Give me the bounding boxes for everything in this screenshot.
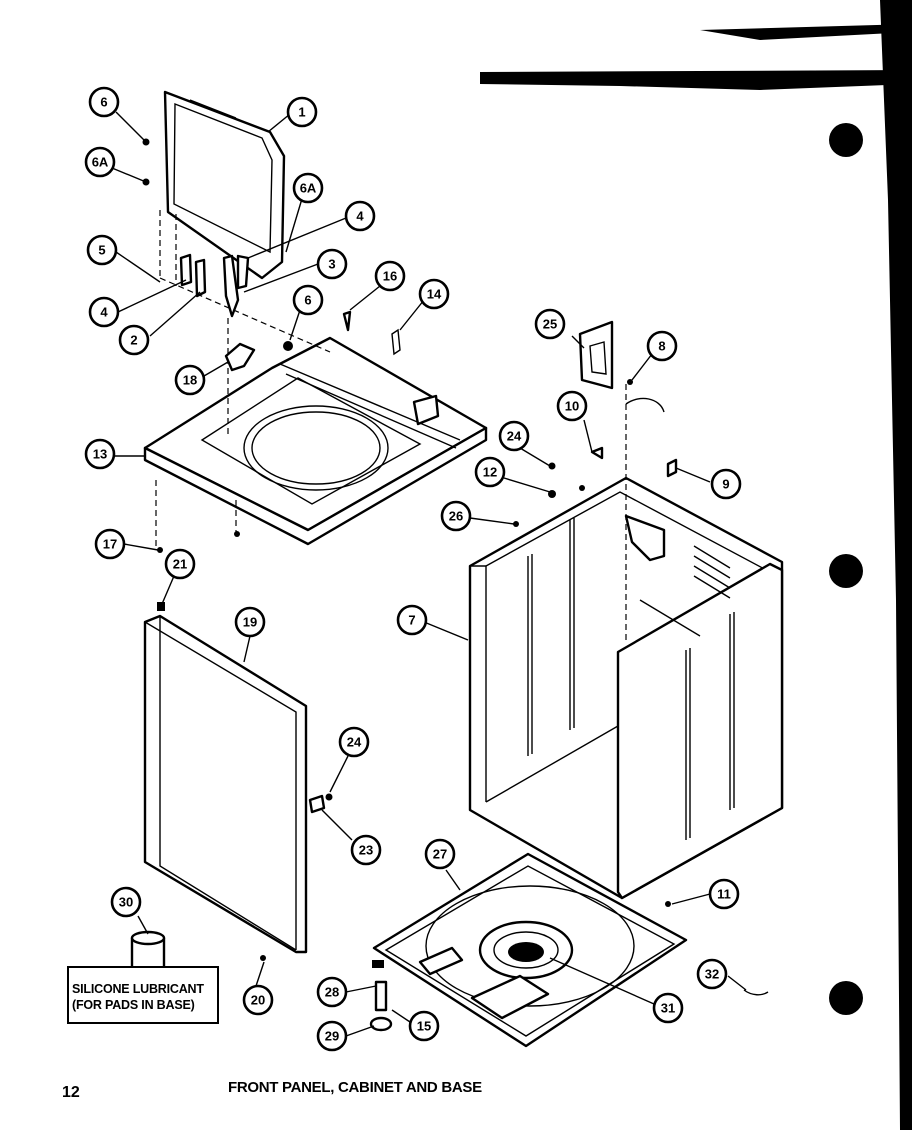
leveling-leg-parts bbox=[369, 901, 769, 1032]
svg-text:3: 3 bbox=[328, 257, 335, 272]
callout-1: 1 bbox=[286, 96, 318, 128]
svg-text:28: 28 bbox=[325, 985, 339, 1000]
svg-text:8: 8 bbox=[658, 339, 665, 354]
callout-33: 32 bbox=[696, 958, 728, 990]
callout-23: 23 bbox=[350, 834, 382, 866]
callout-5: 5 bbox=[86, 234, 118, 266]
callout-13: 13 bbox=[84, 438, 116, 470]
svg-text:1: 1 bbox=[298, 105, 305, 120]
front-panel-part bbox=[143, 602, 308, 954]
callout-30: 29 bbox=[316, 1020, 348, 1052]
callout-8: 8 bbox=[646, 330, 678, 362]
svg-text:17: 17 bbox=[103, 537, 117, 552]
leader-lines bbox=[111, 111, 747, 1037]
cabinet-part bbox=[468, 476, 784, 900]
callout-12: 12 bbox=[474, 456, 506, 488]
svg-text:25: 25 bbox=[543, 317, 557, 332]
svg-text:23: 23 bbox=[359, 843, 373, 858]
svg-text:24: 24 bbox=[347, 735, 362, 750]
svg-text:6: 6 bbox=[100, 95, 107, 110]
callout-17: 17 bbox=[94, 528, 126, 560]
screw-parts bbox=[260, 793, 333, 961]
bracket-26-part bbox=[513, 320, 678, 640]
svg-text:16: 16 bbox=[383, 269, 397, 284]
callout-6a-right: 6A bbox=[292, 172, 324, 204]
svg-text:29: 29 bbox=[325, 1029, 339, 1044]
lid-part bbox=[159, 90, 286, 286]
callout-11: 11 bbox=[708, 878, 740, 910]
svg-text:13: 13 bbox=[93, 447, 107, 462]
callout-31: 30 bbox=[110, 886, 142, 918]
callout-6-upper: 6 bbox=[88, 86, 120, 118]
svg-text:6: 6 bbox=[304, 293, 311, 308]
svg-text:20: 20 bbox=[251, 993, 265, 1008]
callout-21: 21 bbox=[164, 548, 196, 580]
svg-text:4: 4 bbox=[356, 209, 364, 224]
svg-text:18: 18 bbox=[183, 373, 197, 388]
svg-text:32: 32 bbox=[705, 967, 719, 982]
svg-text:2: 2 bbox=[130, 333, 137, 348]
scan-border-artifact bbox=[480, 0, 912, 1130]
callout-27: 26 bbox=[440, 500, 472, 532]
callout-24-left: 24 bbox=[338, 726, 370, 758]
top-cover-part bbox=[143, 277, 488, 546]
svg-text:10: 10 bbox=[565, 399, 579, 414]
fastener-parts bbox=[142, 138, 401, 553]
svg-text:21: 21 bbox=[173, 557, 187, 572]
callout-29: 28 bbox=[316, 976, 348, 1008]
svg-text:24: 24 bbox=[507, 429, 522, 444]
svg-text:9: 9 bbox=[722, 477, 729, 492]
svg-text:6A: 6A bbox=[300, 181, 317, 196]
callout-16: 16 bbox=[374, 260, 406, 292]
callout-10: 10 bbox=[556, 390, 588, 422]
callout-20: 20 bbox=[242, 984, 274, 1016]
svg-text:30: 30 bbox=[119, 895, 133, 910]
svg-text:11: 11 bbox=[717, 887, 731, 902]
callout-26: 25 bbox=[534, 308, 566, 340]
svg-text:5: 5 bbox=[98, 243, 105, 258]
base-part bbox=[372, 852, 688, 1048]
callout-3: 3 bbox=[316, 248, 348, 280]
note-line-2: (FOR PADS IN BASE) bbox=[72, 998, 195, 1012]
callout-32: 31 bbox=[652, 992, 684, 1024]
callout-9: 9 bbox=[710, 468, 742, 500]
callout-2: 2 bbox=[118, 324, 150, 356]
svg-text:12: 12 bbox=[483, 465, 497, 480]
callout-6-lower: 6 bbox=[292, 284, 324, 316]
callout-28: 27 bbox=[424, 838, 456, 870]
silicone-lubricant-note: SILICONE LUBRICANT (FOR PADS IN BASE) bbox=[67, 966, 219, 1024]
svg-text:26: 26 bbox=[449, 509, 463, 524]
callout-15: 15 bbox=[408, 1010, 440, 1042]
bracket-part bbox=[224, 342, 256, 372]
diagram-caption: FRONT PANEL, CABINET AND BASE bbox=[228, 1079, 482, 1096]
callout-18: 18 bbox=[174, 364, 206, 396]
svg-text:7: 7 bbox=[408, 613, 415, 628]
callout-14: 14 bbox=[418, 278, 450, 310]
svg-text:4: 4 bbox=[100, 305, 108, 320]
page-number: 12 bbox=[62, 1084, 80, 1101]
callout-4-lower: 4 bbox=[88, 296, 120, 328]
callout-19: 19 bbox=[234, 606, 266, 638]
svg-text:14: 14 bbox=[427, 287, 442, 302]
svg-text:19: 19 bbox=[243, 615, 257, 630]
callout-24-right: 24 bbox=[498, 420, 530, 452]
note-line-1: SILICONE LUBRICANT bbox=[72, 982, 204, 996]
callout-6a-left: 6A bbox=[84, 146, 116, 178]
svg-text:27: 27 bbox=[433, 847, 447, 862]
svg-text:31: 31 bbox=[661, 1001, 675, 1016]
callout-7: 7 bbox=[396, 604, 428, 636]
svg-text:15: 15 bbox=[417, 1019, 431, 1034]
callout-4-upper: 4 bbox=[344, 200, 376, 232]
hinge-parts bbox=[179, 253, 250, 318]
svg-text:6A: 6A bbox=[92, 155, 109, 170]
